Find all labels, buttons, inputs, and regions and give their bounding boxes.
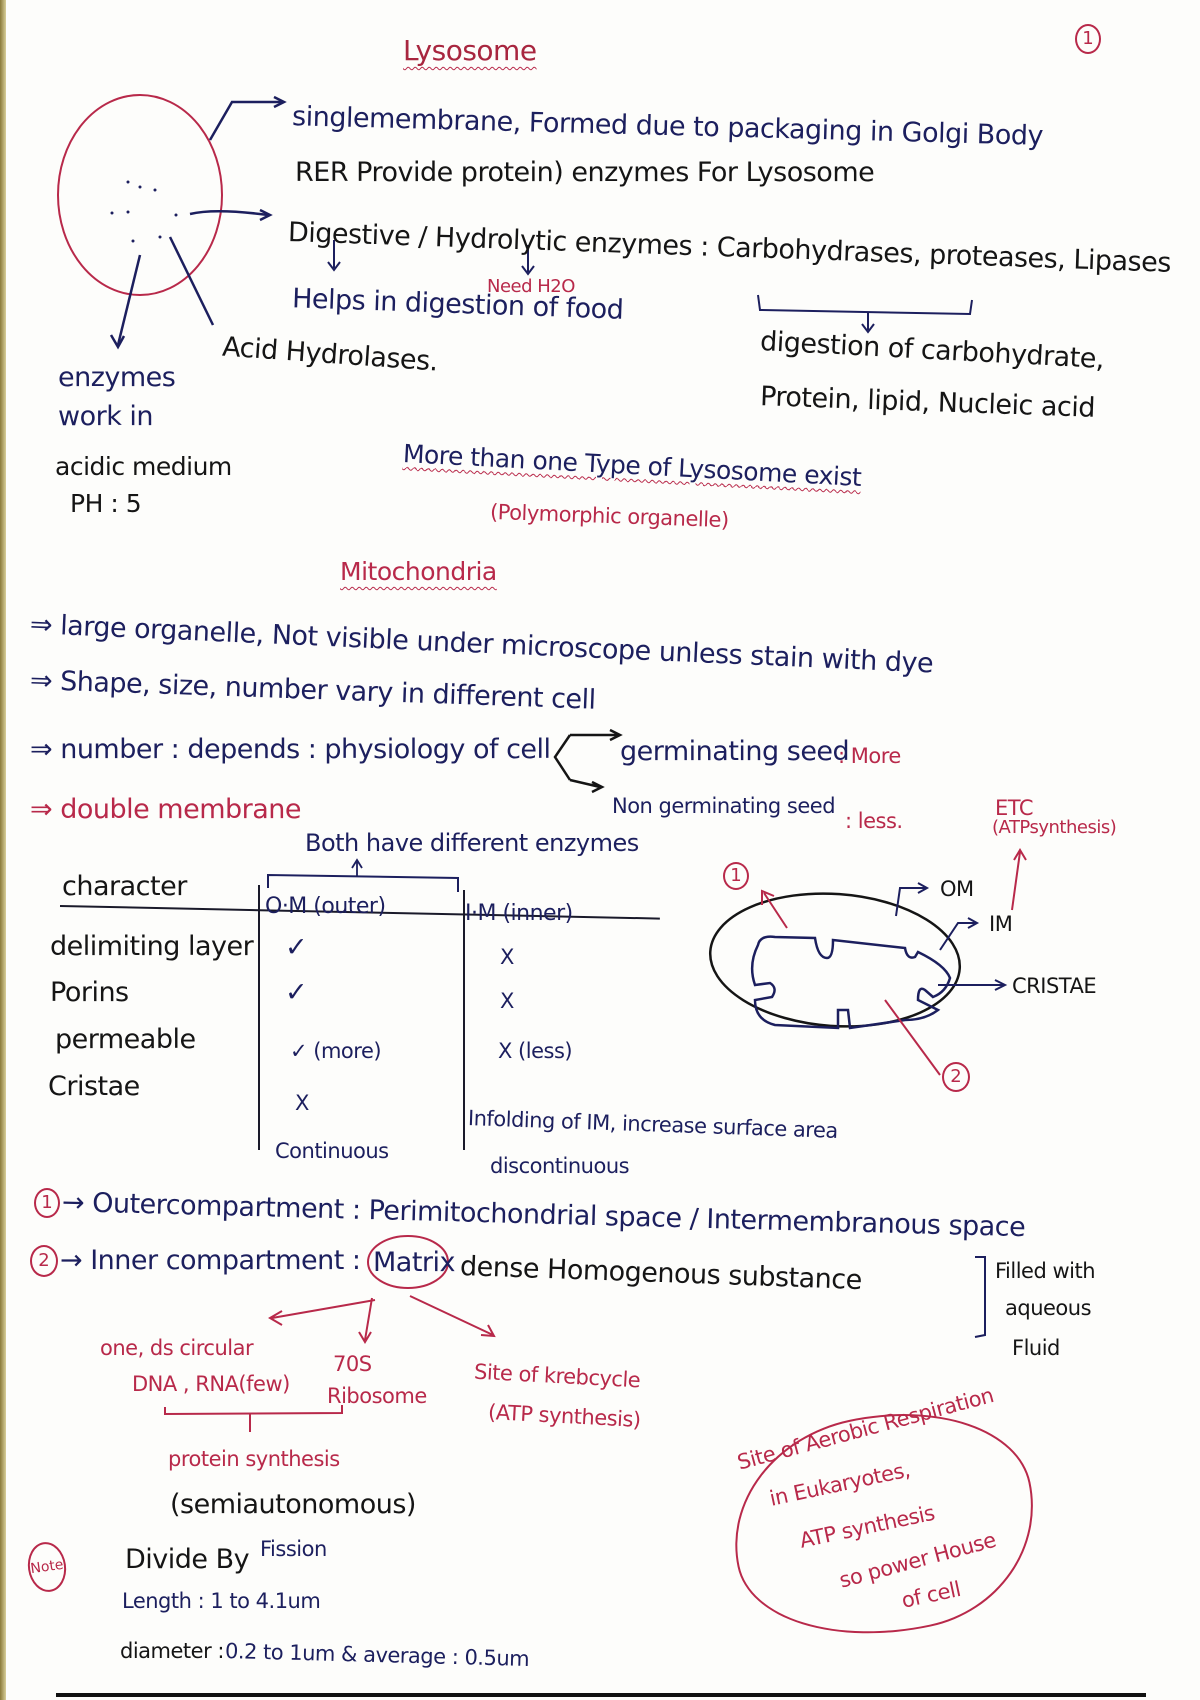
compartment-1-marker: 1	[41, 1192, 53, 1213]
enzymes-work-line-1: enzymes	[58, 362, 176, 393]
label-im: IM	[989, 912, 1013, 936]
lysosome-line-rer: RER Provide protein) enzymes For Lysosom…	[295, 157, 875, 188]
non-germinating-seed: Non germinating seed	[612, 794, 836, 818]
mito-bullet-4: ⇒ double membrane	[30, 794, 302, 825]
enzymes-work-line-2: work in	[58, 401, 154, 432]
row-om-cristae: X	[295, 1091, 309, 1115]
row-character-cristae: Cristae	[48, 1071, 140, 1102]
filled-with-1: Filled with	[995, 1259, 1096, 1283]
length-range: Length : 1 to 4.1um	[122, 1589, 321, 1613]
row-character-porins: Porins	[50, 977, 129, 1008]
mitochondria-title: Mitochondria	[340, 557, 497, 586]
inner-compartment-label: → Inner compartment :	[60, 1245, 361, 1276]
need-h2o-note: Need H2O	[487, 276, 575, 297]
fission: Fission	[260, 1537, 327, 1561]
both-have-enzymes: Both have different enzymes	[305, 829, 639, 857]
row-om-delimiting: ✓	[285, 932, 308, 963]
row-om-permeable: ✓ (more)	[290, 1039, 382, 1063]
filled-with-2: aqueous	[1005, 1296, 1092, 1320]
non-germinating-seed-value: : less.	[845, 809, 903, 833]
table-header-character: character	[62, 871, 187, 902]
label-etc: ETC	[995, 796, 1034, 820]
marker-1: 1	[730, 865, 742, 886]
compartment-1-badge: 1	[34, 1188, 60, 1218]
protein-synthesis: protein synthesis	[168, 1447, 340, 1471]
diameter-label: diameter :	[120, 1639, 224, 1663]
im-discontinuous: discontinuous	[490, 1154, 630, 1178]
row-om-porins: ✓	[285, 977, 308, 1008]
dna-line-1: one, ds circular	[100, 1336, 254, 1360]
row-im-porins: X	[500, 989, 514, 1013]
mito-bullet-3: ⇒ number : depends : physiology of cell	[30, 734, 551, 765]
compartment-2-badge: 2	[30, 1245, 58, 1277]
row-character-permeable: permeable	[55, 1024, 196, 1055]
marker-1-badge: 1	[723, 862, 749, 890]
ribosome-line-2: Ribosome	[327, 1384, 427, 1408]
dna-line-2: DNA , RNA(few)	[132, 1372, 290, 1396]
compartment-2-marker: 2	[38, 1250, 50, 1271]
divide-by: Divide By	[125, 1544, 250, 1575]
enzymes-work-line-3: acidic medium	[55, 452, 232, 481]
row-character-delimiting: delimiting layer	[50, 931, 254, 962]
label-cristae: CRISTAE	[1012, 974, 1097, 998]
marker-2: 2	[950, 1066, 962, 1087]
marker-2-badge: 2	[942, 1062, 970, 1092]
label-atp-synthesis: (ATPsynthesis)	[992, 817, 1117, 838]
ribosome-line-1: 70S	[333, 1352, 372, 1376]
table-header-om: O·M (outer)	[265, 894, 386, 919]
om-continuous: Continuous	[275, 1139, 389, 1163]
page-edge	[0, 0, 6, 1700]
note-label: Note	[29, 1556, 65, 1578]
matrix-label: Matrix	[373, 1247, 456, 1278]
bottom-edge	[56, 1693, 1146, 1697]
filled-with-3: Fluid	[1012, 1336, 1060, 1360]
row-im-permeable: X (less)	[498, 1039, 573, 1063]
germinating-seed: germinating seed	[620, 736, 850, 767]
semiautonomous: (semiautonomous)	[170, 1489, 416, 1520]
lysosome-title: Lysosome	[403, 34, 537, 67]
page-number-badge: 1	[1075, 24, 1101, 54]
row-im-delimiting: X	[500, 945, 514, 969]
ph-value: PH : 5	[70, 489, 142, 518]
label-om: OM	[940, 877, 974, 901]
germinating-seed-value: : More	[838, 744, 901, 768]
page-number: 1	[1082, 28, 1094, 49]
table-header-im: I·M (inner)	[465, 901, 573, 926]
